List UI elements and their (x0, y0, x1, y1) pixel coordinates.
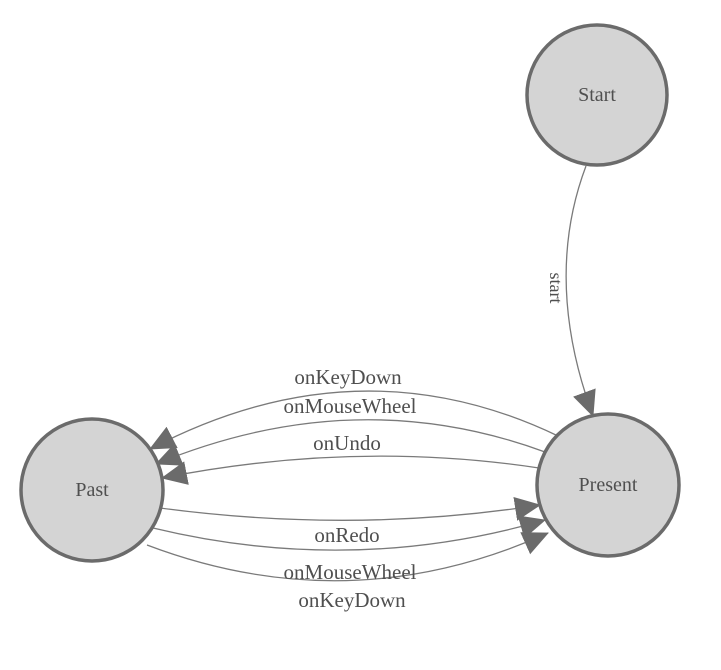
edge-present-to-past-onkeydown[interactable] (149, 390, 559, 450)
node-past-circle[interactable] (19, 417, 165, 563)
edge-label-onundo: onUndo (313, 431, 381, 455)
edge-layer: start onKeyDown onMouseWheel onUndo onRe… (146, 165, 596, 612)
node-past-label: Past (75, 479, 109, 501)
node-past[interactable]: Past (19, 417, 165, 563)
edge-present-to-past-onmousewheel[interactable] (155, 419, 546, 466)
edge-label-onkeydown-top: onKeyDown (294, 365, 402, 389)
edge-present-to-past-onundo[interactable] (161, 455, 540, 485)
edge-label-onredo: onRedo (314, 523, 379, 547)
node-present-circle[interactable] (535, 412, 681, 558)
node-present-label: Present (579, 474, 638, 496)
edge-label-onkeydown-bottom: onKeyDown (298, 588, 406, 612)
edge-label-start: start (546, 273, 566, 304)
node-present[interactable]: Present (535, 412, 681, 558)
edge-past-to-present-onmousewheel[interactable] (152, 515, 546, 551)
edge-start-to-present[interactable] (565, 165, 596, 417)
node-start[interactable]: Start (525, 23, 669, 167)
edge-past-to-present-onredo[interactable] (159, 497, 541, 521)
edge-label-onmousewheel-top: onMouseWheel (284, 394, 417, 418)
node-start-circle[interactable] (525, 23, 669, 167)
edge-past-to-present-onkeydown[interactable] (146, 532, 549, 582)
edge-label-onmousewheel-bottom: onMouseWheel (284, 560, 417, 584)
node-start-label: Start (578, 84, 616, 106)
